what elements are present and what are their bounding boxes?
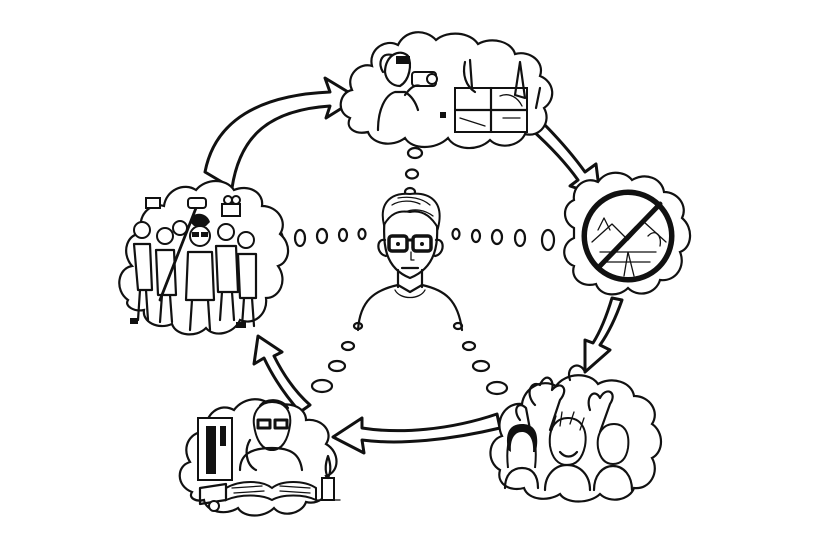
- thought-cloud-friends: [489, 364, 663, 503]
- raised-hands-icon: [515, 364, 614, 442]
- no-sign-icon: [581, 189, 675, 283]
- glasses-icon: [387, 234, 409, 253]
- arrow-friends-to-working: [331, 412, 502, 455]
- boom-microphone-icon: [158, 197, 207, 302]
- computer-tower-icon: [197, 417, 233, 481]
- thought-dots-top: [403, 146, 424, 198]
- thought-dots-lower-right: [452, 321, 509, 396]
- friends-group-icon: [503, 411, 634, 492]
- tired-person-icon: [238, 399, 304, 472]
- person-with-camera-icon: [376, 51, 438, 132]
- arrow-working-to-crew: [252, 334, 312, 414]
- thought-cloud-film-crew: [118, 179, 290, 336]
- thought-cloud-working: [178, 398, 341, 517]
- thought-dots-right: [451, 227, 556, 252]
- thinking-person: [356, 192, 464, 332]
- thought-dots-lower-left: [310, 321, 364, 394]
- hand-drawing-storyboard-icon: [440, 58, 542, 134]
- film-crew-icon: [130, 213, 258, 332]
- arrow-landscape-to-friends: [583, 296, 624, 374]
- thought-cloud-landscape: [563, 171, 692, 296]
- candle-icon: [315, 454, 341, 501]
- cameras-icon: [145, 195, 241, 217]
- arrow-crew-to-filming: [203, 76, 360, 190]
- thought-cloud-filming: [339, 31, 554, 150]
